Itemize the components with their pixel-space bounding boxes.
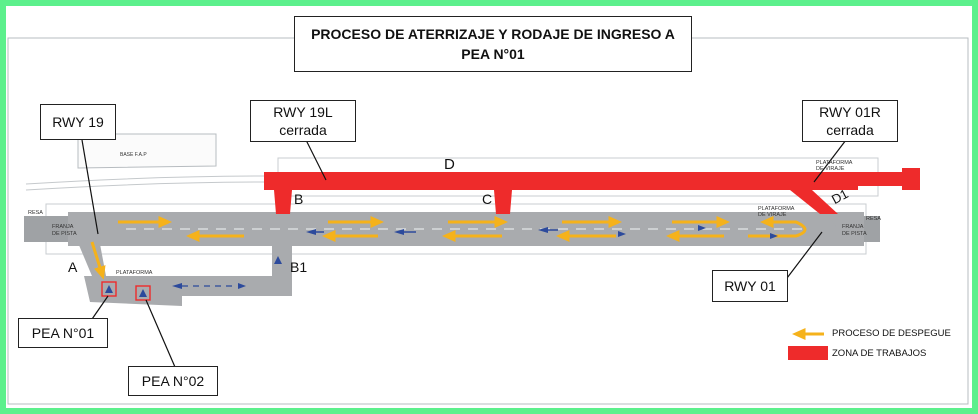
legend-label-despegue: PROCESO DE DESPEGUE xyxy=(832,328,951,339)
label-taxiway-a: A xyxy=(68,259,78,275)
resa-left xyxy=(24,216,76,242)
callout-pea01: PEA N°01 xyxy=(18,318,108,348)
label-plataforma-viraje-top-2: DE VIRAJE xyxy=(816,166,845,172)
aircraft-icon xyxy=(394,229,404,235)
leader-pea01 xyxy=(89,295,109,323)
callout-rwy19l-line1: RWY 19L xyxy=(273,104,333,120)
title-line-1: PROCESO DE ATERRIZAJE Y RODAJE DE INGRES… xyxy=(311,26,675,42)
takeoff-arrow-turn xyxy=(748,216,807,238)
callout-rwy01r-line2: cerrada xyxy=(826,122,874,138)
work-zone-taxiway-c xyxy=(494,190,512,214)
label-franja-left-2: DE PISTA xyxy=(52,231,77,237)
callout-rwy19: RWY 19 xyxy=(40,104,116,140)
takeoff-arrow-a xyxy=(90,241,106,280)
work-zone-end xyxy=(902,168,920,190)
label-plataforma-viraje-1: PLATAFORMA xyxy=(758,206,795,212)
work-zone-taxiway-b xyxy=(274,190,292,214)
legend: PROCESO DE DESPEGUE ZONA DE TRABAJOS xyxy=(774,324,954,378)
label-taxiway-c: C xyxy=(482,191,492,207)
label-taxiway-b: B xyxy=(294,191,303,207)
airport-map: D B C A B1 D1 RESA RESA FRANJA DE PISTA … xyxy=(7,37,969,405)
label-franja-right-2: DE PISTA xyxy=(842,231,867,237)
callout-rwy19l: RWY 19L cerrada xyxy=(250,100,356,142)
callout-rwy01-text: RWY 01 xyxy=(724,278,776,294)
callout-pea02-text: PEA N°02 xyxy=(141,373,205,389)
aircraft-icon xyxy=(238,283,246,289)
diagram-title: PROCESO DE ATERRIZAJE Y RODAJE DE INGRES… xyxy=(294,16,692,72)
aircraft-icon xyxy=(538,227,548,233)
label-franja-left-1: FRANJA xyxy=(52,224,74,230)
work-zone-taxiway-d1 xyxy=(790,190,838,214)
aircraft-icon xyxy=(618,231,626,237)
callout-rwy19l-line2: cerrada xyxy=(279,122,327,138)
callout-rwy19-text: RWY 19 xyxy=(52,114,104,130)
aircraft-icon xyxy=(306,229,316,235)
apron xyxy=(84,276,292,306)
label-taxiway-d: D xyxy=(444,156,455,173)
label-plataforma-viraje-top-1: PLATAFORMA xyxy=(816,160,853,166)
label-plataforma: PLATAFORMA xyxy=(116,270,153,276)
label-base-fap: BASE F.A.P xyxy=(120,152,147,158)
leader-pea02 xyxy=(145,299,179,375)
base-fap-outline xyxy=(77,133,217,169)
callout-rwy01: RWY 01 xyxy=(712,270,788,302)
leader-rwy19 xyxy=(81,139,99,235)
label-resa-left: RESA xyxy=(28,210,43,216)
service-road xyxy=(25,175,267,185)
leader-rwy01 xyxy=(783,231,823,283)
aircraft-icon xyxy=(274,256,282,264)
label-taxiway-b1: B1 xyxy=(290,259,307,275)
callout-pea02: PEA N°02 xyxy=(128,366,218,396)
label-plataforma-viraje-2: DE VIRAJE xyxy=(758,212,787,218)
label-resa-right: RESA xyxy=(866,216,881,222)
aircraft-icon xyxy=(698,225,706,231)
callout-rwy01r-line1: RWY 01R xyxy=(819,104,881,120)
aircraft-icon xyxy=(172,283,182,289)
leader-rwy01r xyxy=(813,139,847,183)
callout-pea01-text: PEA N°01 xyxy=(31,325,95,341)
pea02-stand xyxy=(135,285,151,301)
aircraft-arrows xyxy=(172,225,778,289)
leader-rwy19l xyxy=(305,139,327,181)
work-zone-runway xyxy=(264,172,858,190)
diagram-canvas: D B C A B1 D1 RESA RESA FRANJA DE PISTA … xyxy=(6,6,972,408)
callout-rwy01r: RWY 01R cerrada xyxy=(802,100,898,142)
aircraft-icon xyxy=(139,289,147,297)
title-line-2: PEA N°01 xyxy=(461,46,525,62)
aircraft-icon xyxy=(770,233,778,239)
aircraft-icon xyxy=(105,285,113,293)
legend-label-trabajos: ZONA DE TRABAJOS xyxy=(832,348,927,359)
legend-red-swatch xyxy=(788,346,828,360)
label-franja-right-1: FRANJA xyxy=(842,224,864,230)
label-taxiway-d1: D1 xyxy=(829,186,851,207)
pea01-stand xyxy=(101,281,117,297)
service-road-2 xyxy=(25,181,267,191)
